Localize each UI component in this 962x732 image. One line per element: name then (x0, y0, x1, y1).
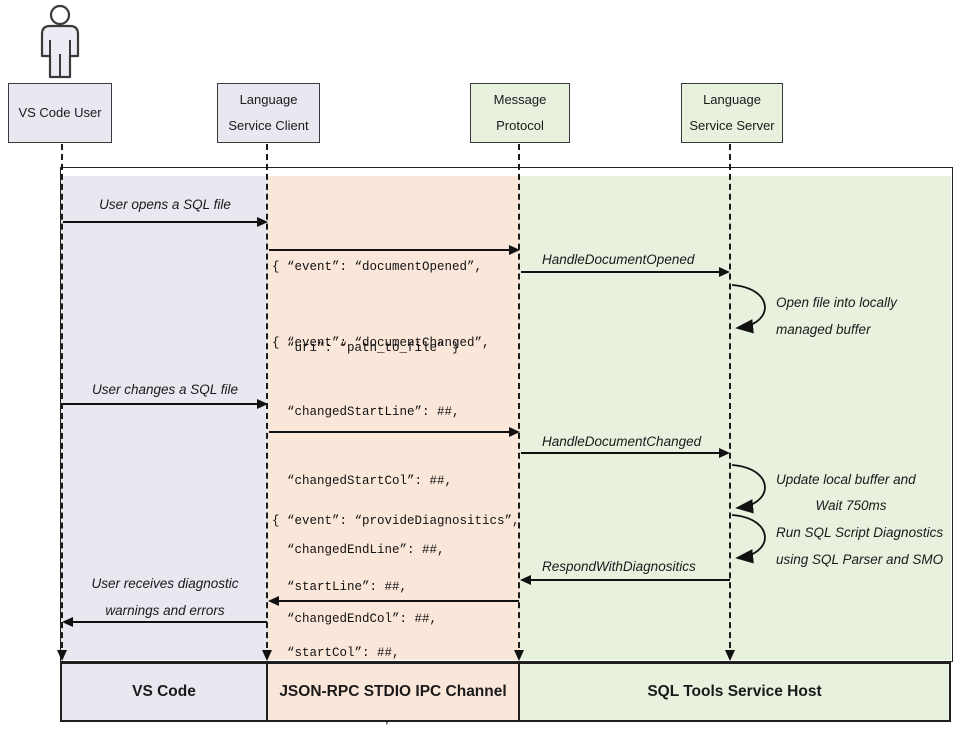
code-line: { “event”: “documentOpened”, (272, 260, 483, 274)
code-line: “changedStartLine”: ##, (272, 405, 460, 419)
self-loop-open-buffer (731, 284, 766, 334)
footer-ipc-channel: JSON-RPC STDIO IPC Channel (266, 662, 520, 722)
lifeline-server (729, 144, 731, 658)
code-line: “changedEndLine”: ##, (272, 543, 445, 557)
arrow-document-changed (269, 431, 511, 433)
arrow-respond-diagnostics (531, 579, 730, 581)
message-label-open-file: User opens a SQL file (99, 197, 231, 212)
arrowhead-left-icon (520, 575, 531, 585)
lane-service-host (520, 176, 951, 660)
actor-label: Protocol (496, 118, 544, 133)
footer-label: JSON-RPC STDIO IPC Channel (279, 683, 507, 700)
arrowhead-left-icon (62, 617, 73, 627)
footer-vscode: VS Code (60, 662, 268, 722)
arrow-change-file (63, 403, 259, 405)
arrow-receive-diagnostics (73, 621, 267, 623)
arrowhead-left-icon (268, 596, 279, 606)
actor-language-service-server: Language Service Server (681, 83, 783, 143)
note-open-buffer-2: managed buffer (776, 322, 871, 337)
note-update-buffer-1: Update local buffer and (776, 472, 916, 487)
actor-label: Language (239, 92, 298, 107)
message-label-receive-1: User receives diagnostic (91, 576, 239, 591)
message-label-receive-2: warnings and errors (105, 603, 225, 618)
footer-label: SQL Tools Service Host (647, 683, 822, 700)
note-open-buffer-1: Open file into locally (776, 295, 897, 310)
lane-vscode (61, 176, 268, 660)
person-icon (40, 4, 80, 79)
message-label-handle-opened: HandleDocumentOpened (542, 252, 695, 267)
lane-ipc-channel (268, 176, 520, 660)
code-line: “changedEndCol”: ##, (272, 612, 438, 626)
arrowhead-down-icon (725, 650, 735, 661)
arrow-handle-opened (521, 271, 721, 273)
actor-label: Service Server (689, 118, 775, 133)
actor-label: Language (703, 92, 761, 107)
note-run-diagnostics-2: using SQL Parser and SMO (776, 552, 944, 567)
self-loop-run-diagnostics (731, 514, 766, 564)
arrow-document-opened (269, 249, 511, 251)
arrowhead-down-icon (262, 650, 272, 661)
actor-vscode-user: VS Code User (8, 83, 112, 143)
lifeline-protocol (518, 144, 520, 658)
actor-message-protocol: Message Protocol (470, 83, 570, 143)
arrow-diagnostics-to-client (279, 600, 519, 602)
lifeline-user (61, 144, 63, 658)
arrowhead-right-icon (719, 267, 730, 277)
code-line: “uri”: “path_to_file” } (272, 341, 460, 355)
message-label-handle-changed: HandleDocumentChanged (542, 434, 702, 449)
message-label-respond-diagnostics: RespondWithDiagnositics (542, 559, 696, 574)
payload-document-opened: { “event”: “documentOpened”, “uri”: “pat… (272, 200, 482, 416)
arrowhead-right-icon (257, 399, 268, 409)
footer-label: VS Code (132, 683, 196, 700)
arrow-handle-changed (521, 452, 721, 454)
note-run-diagnostics-1: Run SQL Script Diagnostics (776, 525, 944, 540)
arrowhead-right-icon (719, 448, 730, 458)
code-line: “changedStartCol”: ##, (272, 474, 453, 488)
actor-label: VS Code User (18, 105, 102, 120)
note-update-buffer-2: Wait 750ms (815, 498, 887, 513)
arrowhead-right-icon (509, 427, 520, 437)
actor-label: Service Client (228, 118, 309, 133)
arrowhead-down-icon (57, 650, 67, 661)
actor-language-service-client: Language Service Client (217, 83, 320, 143)
code-line: { “event”: “provideDiagnositics”, (272, 514, 520, 528)
code-line: { “event”: “documentChanged”, (272, 336, 490, 350)
arrow-open-file (63, 221, 259, 223)
code-line: “startLine”: ##, (272, 580, 408, 594)
arrowhead-right-icon (509, 245, 520, 255)
actor-label: Message (493, 92, 547, 107)
code-line: “startCol”: ##, (272, 646, 400, 660)
message-label-change-file: User changes a SQL file (91, 382, 239, 397)
self-loop-update-buffer (731, 464, 766, 514)
footer-service-host: SQL Tools Service Host (518, 662, 951, 722)
arrowhead-right-icon (257, 217, 268, 227)
arrowhead-down-icon (514, 650, 524, 661)
